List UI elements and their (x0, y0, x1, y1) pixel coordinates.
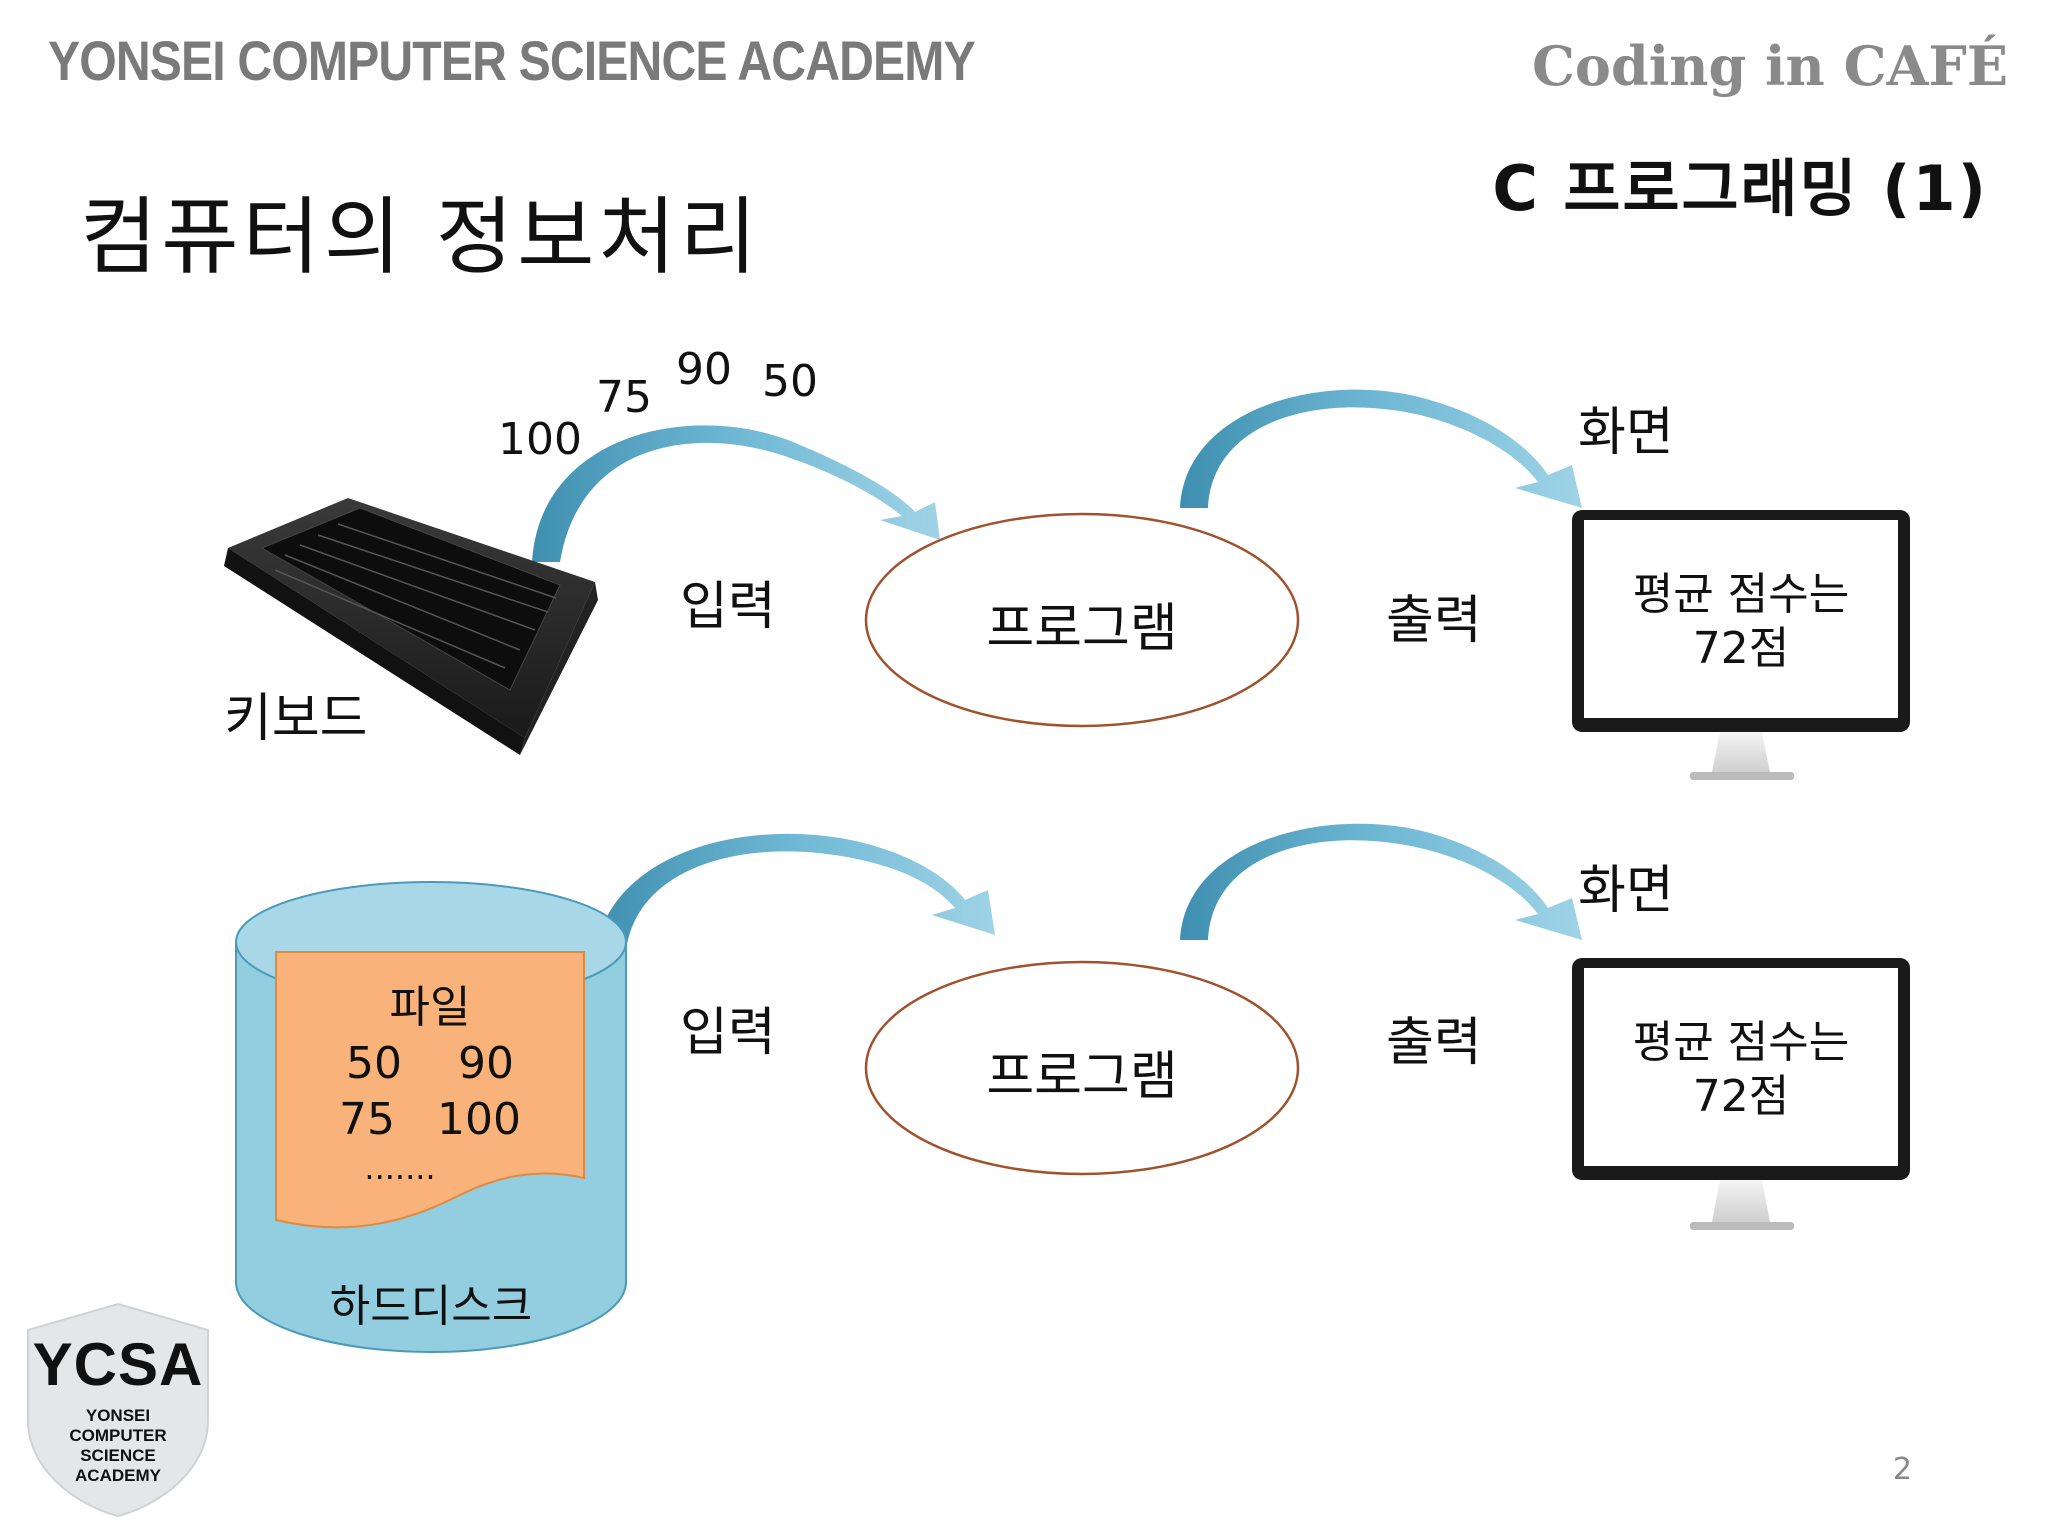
cafe-header: Coding in CAFÉ (1531, 34, 2008, 98)
output-arrow-row1 (1180, 389, 1582, 508)
academy-header: YONSEI COMPUTER SCIENCE ACADEMY (48, 29, 976, 92)
slide-title: 컴퓨터의 정보처리 (80, 188, 761, 286)
logo-line: SCIENCE (80, 1446, 156, 1465)
logo-line: YONSEI (85, 1406, 151, 1425)
ycsa-logo: YCSA YONSEI COMPUTER SCIENCE ACADEMY (20, 1300, 216, 1520)
file-line: 75 100 (339, 1094, 521, 1145)
screen-text-line: 평균 점수는 (1632, 569, 1850, 620)
keyboard-icon (224, 498, 598, 755)
monitor-icon-row2 (1572, 958, 1910, 1230)
screen-text-line: 72점 (1692, 1071, 1790, 1122)
shield-icon (27, 1302, 209, 1518)
output-label: 출력 (1386, 1013, 1482, 1073)
screen-text-line: 72점 (1692, 623, 1790, 674)
program-label: 프로그램 (986, 599, 1178, 659)
data-number: 100 (498, 414, 582, 465)
hard-disk-label: 하드디스크 (329, 1281, 533, 1332)
program-ellipse-row2 (864, 960, 1300, 1176)
logo-line: COMPUTER (69, 1426, 167, 1445)
input-arrow-row2 (595, 833, 995, 962)
screen-label: 화면 (1578, 861, 1674, 921)
data-number: 50 (762, 356, 818, 407)
screen-output: 평균 점수는 72점 (1584, 568, 1898, 676)
screen-output: 평균 점수는 72점 (1584, 1016, 1898, 1124)
input-arrow-row1 (532, 425, 940, 562)
monitor-icon-row1 (1572, 510, 1910, 780)
screen-label: 화면 (1578, 403, 1674, 463)
file-line: 50 90 (346, 1038, 514, 1089)
input-label: 입력 (680, 577, 776, 637)
file-title: 파일 (389, 982, 471, 1033)
keyboard-label: 키보드 (224, 689, 368, 749)
file-contents: 파일 50 90 75 100 ....... (276, 980, 584, 1188)
logo-subtext: YONSEI COMPUTER SCIENCE ACADEMY (20, 1406, 216, 1486)
logo-line: ACADEMY (75, 1466, 161, 1485)
file-document-icon (275, 951, 585, 1229)
screen-text-line: 평균 점수는 (1632, 1017, 1850, 1068)
page-number: 2 (1892, 1452, 1912, 1487)
program-label: 프로그램 (986, 1047, 1178, 1107)
output-label: 출력 (1386, 591, 1482, 651)
input-label: 입력 (680, 1003, 776, 1063)
output-arrow-row2 (1180, 823, 1582, 940)
course-subtitle: C 프로그래밍 (1) (1492, 152, 1988, 225)
program-ellipse-row1 (864, 512, 1300, 728)
data-number: 75 (596, 372, 652, 423)
data-number: 90 (676, 344, 732, 395)
logo-main-text: YCSA (32, 1331, 204, 1398)
file-line: ....... (364, 1149, 436, 1187)
